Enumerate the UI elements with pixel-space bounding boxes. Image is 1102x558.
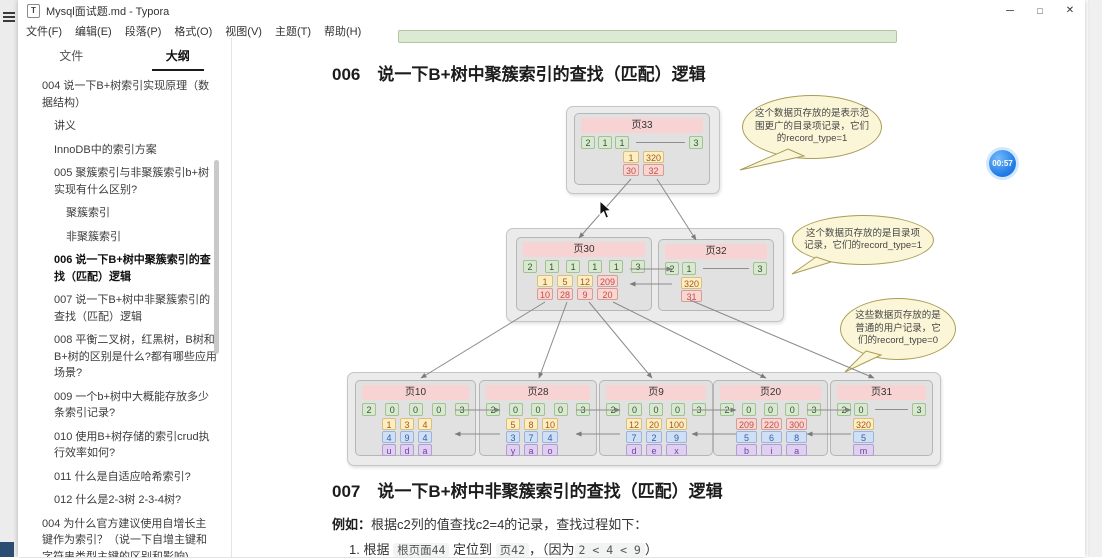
list-number: 1. (349, 542, 360, 557)
menubar-item[interactable]: 帮助(H) (324, 25, 362, 38)
close-button[interactable]: ✕ (1065, 5, 1075, 16)
menubar-item[interactable]: 段落(P) (124, 25, 162, 38)
mouse-cursor (599, 200, 612, 219)
example-lead: 例如： (332, 517, 372, 532)
outline-item[interactable]: 012 什么是2-3树 2-3-4树? (54, 494, 182, 506)
outline-list: 004 说一下B+树索引实现原理（数据结构） 讲义 InnoDB中的索引方案 005 … (18, 68, 231, 557)
list-text: 根据 (359, 542, 394, 557)
outline-item[interactable]: 非聚簇索引 (66, 230, 121, 243)
menubar-item[interactable]: 主题(T) (274, 25, 311, 38)
inline-code-root-page: 根页面44 (393, 543, 450, 557)
list-text: ，（因为 (529, 542, 575, 557)
list-text: ） (644, 542, 658, 557)
outline-item[interactable]: 004 为什么官方建议使用自增长主键作为索引？（说一下自增主键和字符串类型主键的… (42, 517, 207, 558)
menubar-item[interactable]: 编辑(E) (75, 25, 112, 38)
window-title: Mysql面试题.md - Typora (46, 6, 170, 18)
outline-item[interactable]: 007 说一下B+树中非聚簇索引的查找（匹配）逻辑 (54, 294, 211, 323)
example-text: 根据c2列的值查找c2=4的记录，查找过程如下： (371, 517, 648, 532)
menubar-item[interactable]: 视图(V) (225, 25, 262, 38)
titlebar: T Mysql面试题.md - Typora ─ □ ✕ (18, 0, 1085, 22)
sidebar: 文件 大纲 004 说一下B+树索引实现原理（数据结构） 讲义 InnoDB中的索引… (18, 38, 232, 557)
tab-outline[interactable]: 大纲 (125, 38, 232, 71)
hamburger-menu-icon[interactable] (3, 12, 15, 22)
inline-code-page: 页42 (495, 543, 530, 557)
outline-item[interactable]: 讲义 (54, 120, 76, 132)
outline-item[interactable]: 008 平衡二叉树，红黑树，B树和B+树的区别是什么?都有哪些应用场景? (54, 334, 217, 379)
typora-logo-icon: T (27, 4, 40, 18)
example-paragraph: 例如：根据c2列的值查找c2=4的记录，查找过程如下： (332, 514, 647, 533)
outline-item[interactable]: 011 什么是自适应哈希索引? (54, 470, 191, 483)
minimize-button[interactable]: ─ (1006, 5, 1014, 17)
menubar-item[interactable]: 格式(O) (174, 25, 213, 38)
tab-files-label: 文件 (59, 49, 84, 63)
list-text: 定位到 (449, 542, 496, 557)
outline-item[interactable]: 010 使用B+树存储的索引crud执行效率如何? (54, 430, 210, 460)
menubar: 文件(F) 编辑(E) 段落(P) 格式(O) 视图(V) 主题(T) 帮助(H) (18, 22, 1085, 39)
outline-item[interactable]: 004 说一下B+树索引实现原理（数据结构） (42, 80, 210, 109)
heading-007: 007 说一下B+树中非聚簇索引的查找（匹配）逻辑 (332, 482, 723, 501)
menubar-item[interactable]: 文件(F) (26, 25, 63, 38)
recording-timer-badge[interactable]: 00:57 (989, 150, 1016, 177)
tab-files[interactable]: 文件 (18, 38, 125, 68)
green-highlight-bar (398, 30, 897, 43)
outer-left-strip (0, 0, 18, 557)
window-controls: ─ □ ✕ (995, 0, 1085, 22)
sidebar-scrollbar-thumb[interactable] (214, 160, 219, 354)
outline-item[interactable]: 009 一个b+树中大概能存放多少条索引记录? (54, 390, 209, 420)
inline-code-range: 2 < 4 < 9 (574, 543, 645, 557)
tab-outline-label: 大纲 (151, 49, 204, 71)
outline-item[interactable]: 聚簇索引 (66, 207, 110, 219)
outer-right-strip (1088, 0, 1102, 557)
outline-item[interactable]: 006 说一下B+树中聚簇索引的查找（匹配）逻辑 (54, 254, 211, 283)
outline-item[interactable]: 005 聚簇索引与非聚簇索引b+树实现有什么区别? (54, 167, 209, 196)
heading-006: 006 说一下B+树中聚簇索引的查找（匹配）逻辑 (332, 65, 706, 84)
maximize-button[interactable]: □ (1037, 6, 1043, 16)
outline-item[interactable]: InnoDB中的索引方案 (54, 143, 157, 156)
sidebar-tabs: 文件 大纲 (18, 38, 232, 71)
bottom-left-app-fragment (0, 542, 14, 557)
